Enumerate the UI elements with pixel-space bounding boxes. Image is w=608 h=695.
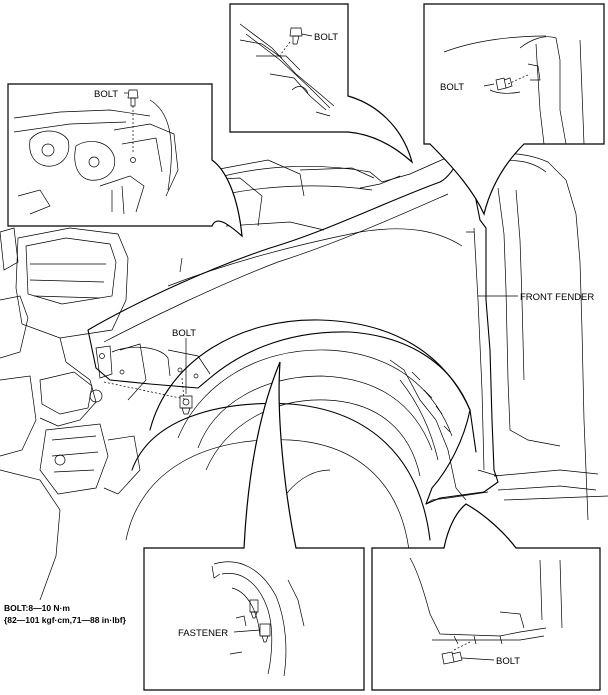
bolt-label-top-center: BOLT [314, 32, 338, 43]
bolt-label-fender: BOLT [172, 328, 196, 339]
cowl-area [215, 157, 447, 195]
engine-bay-components [0, 159, 375, 601]
bolt-label-bottom-right: BOLT [496, 656, 520, 667]
bolt-label-top-left: BOLT [94, 89, 118, 100]
inset-bottom-right: BOLT [371, 503, 601, 691]
bolt-label-top-right: BOLT [440, 82, 464, 93]
bolt-icon [289, 27, 303, 45]
inset-top-center: BOLT [229, 3, 414, 164]
torque-spec-line1: BOLT:8—10 N·m [4, 603, 70, 613]
torque-spec-line2: {82—101 kgf·cm,71—88 in·lbf} [4, 615, 127, 625]
fastener-icon [249, 599, 259, 619]
bolt-icon [441, 651, 463, 665]
inset-top-right: BOLT [423, 3, 605, 216]
inset-bottom-center: FASTENER [143, 361, 365, 691]
front-fender-label: FRONT FENDER [520, 292, 594, 303]
bolt-icon [127, 89, 139, 107]
main-drawing [0, 153, 608, 601]
wheel-and-arch [125, 319, 477, 561]
bolt-fender-front [179, 342, 193, 415]
body-side-right [469, 153, 608, 521]
inset-top-left: BOLT [7, 83, 243, 238]
bolt-icon [495, 77, 513, 91]
fastener-label: FASTENER [178, 628, 228, 639]
fastener-icon [259, 623, 271, 643]
